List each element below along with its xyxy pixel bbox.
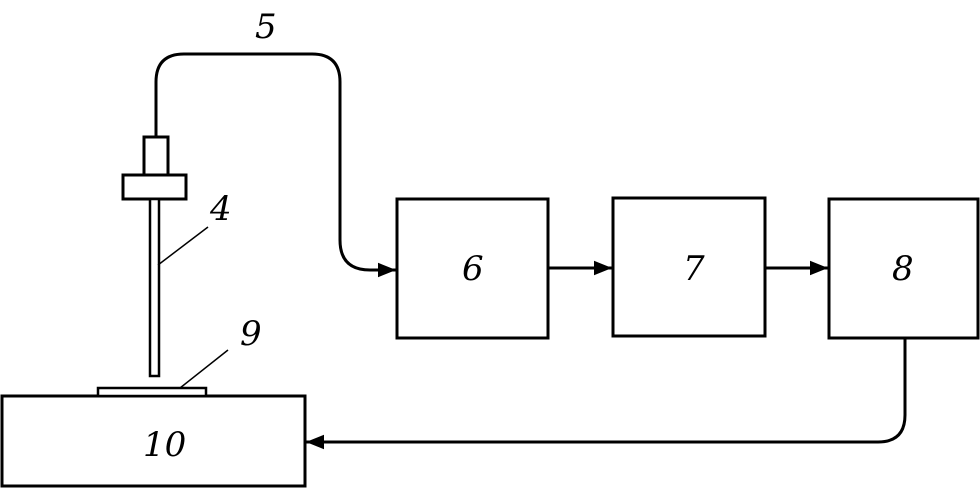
- probe-shaft: [148, 197, 161, 378]
- label-stage: 10: [143, 425, 186, 465]
- block-6: [395, 197, 550, 340]
- stage-box: [0, 394, 307, 488]
- sample-plate: [96, 386, 208, 398]
- label-block-7: 7: [683, 249, 705, 289]
- label-fiber: 5: [255, 7, 277, 47]
- probe-flange: [121, 173, 188, 201]
- probe-connector: [142, 135, 170, 177]
- arrow-8-to-10: [306, 338, 907, 450]
- leader-probe: [157, 226, 209, 266]
- block-8: [827, 197, 980, 340]
- label-block-8: 8: [892, 249, 914, 289]
- fiber-cable: [154, 52, 396, 278]
- leader-sample: [179, 349, 229, 389]
- block-7: [611, 196, 767, 338]
- label-block-6: 6: [462, 249, 484, 289]
- label-probe: 4: [209, 189, 232, 229]
- label-sample: 9: [240, 314, 262, 354]
